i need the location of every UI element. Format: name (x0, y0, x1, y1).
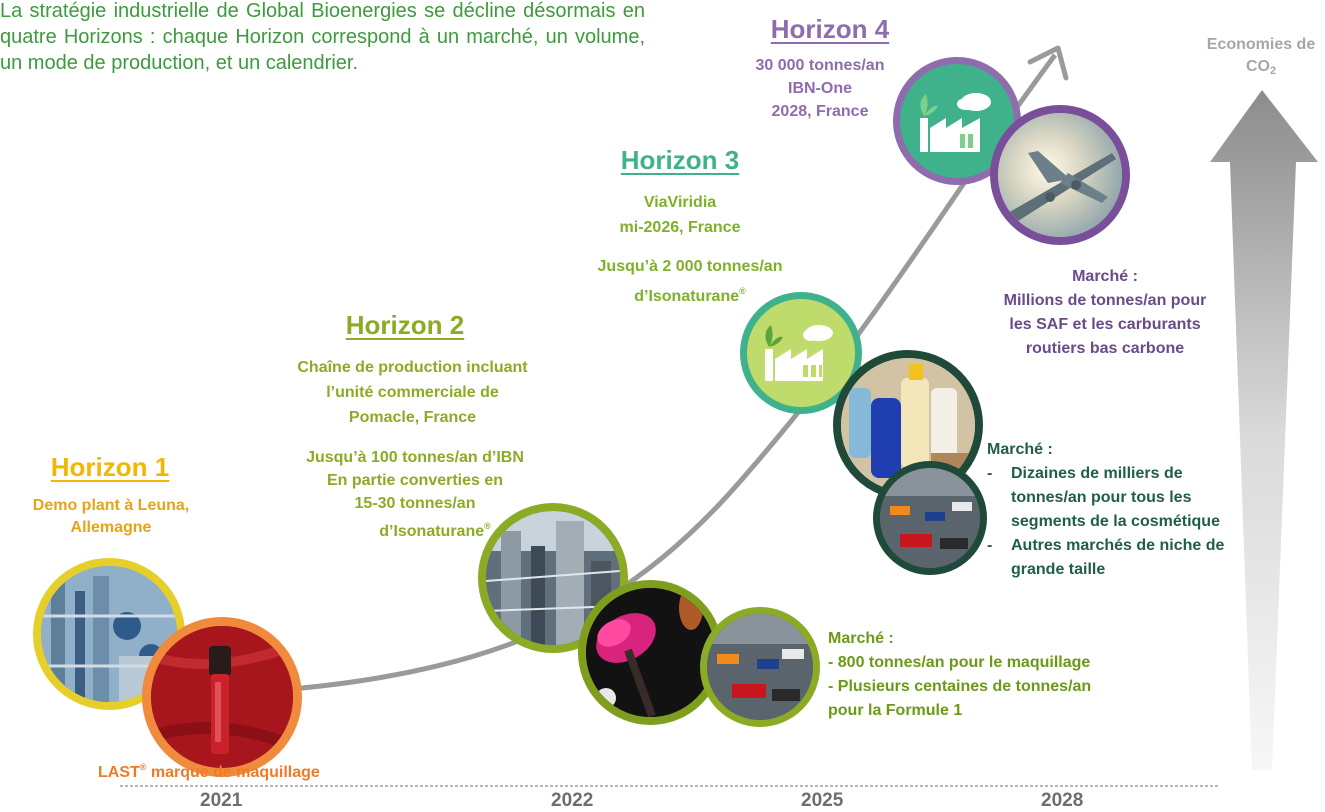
airplane-icon (998, 113, 1122, 237)
lipstick-image (142, 617, 302, 777)
market-horizon-4: Marché : Millions de tonnes/an pour les … (1003, 268, 1207, 357)
horizon-3-title: Horizon 3 (620, 145, 740, 175)
co2-arrow (1210, 90, 1318, 770)
horizon-2-title: Horizon 2 (345, 310, 465, 340)
year-2028: 2028 (1041, 790, 1084, 811)
year-2022: 2022 (551, 790, 594, 811)
airplane-image (990, 105, 1130, 245)
factory-icon (747, 299, 855, 407)
racing-cars-icon (707, 614, 813, 720)
horizon-3-volume: Jusqu’à 2 000 tonnes/an d’Isonaturane® (597, 258, 783, 305)
horizon-4-title: Horizon 4 (770, 14, 890, 44)
horizon-4-details: 30 000 tonnes/an IBN-One 2028, France (755, 57, 885, 120)
intro-text: La stratégie industrielle de Global Bioe… (0, 0, 645, 74)
last-brand-label: LAST® marque de maquillage (98, 762, 320, 781)
lipstick-icon (151, 626, 293, 768)
year-2021: 2021 (200, 790, 243, 811)
horizon-1-description: Demo plant à Leuna,Allemagne (32, 497, 190, 536)
makeup-brush-icon (586, 588, 715, 717)
formula1-image (873, 461, 987, 575)
racing-cars-icon (880, 468, 980, 568)
formula1-image-small (700, 607, 820, 727)
year-2025: 2025 (801, 790, 844, 811)
horizon-4-factory-circle (893, 57, 1021, 185)
market-horizon-3: Marché : Dizaines de milliers de tonnes/… (987, 438, 1247, 582)
makeup-image (578, 580, 723, 725)
horizon-1-title: Horizon 1 (50, 452, 170, 482)
market-horizon-2: Marché : - 800 tonnes/an pour le maquill… (828, 630, 1092, 719)
factory-icon (900, 64, 1014, 178)
